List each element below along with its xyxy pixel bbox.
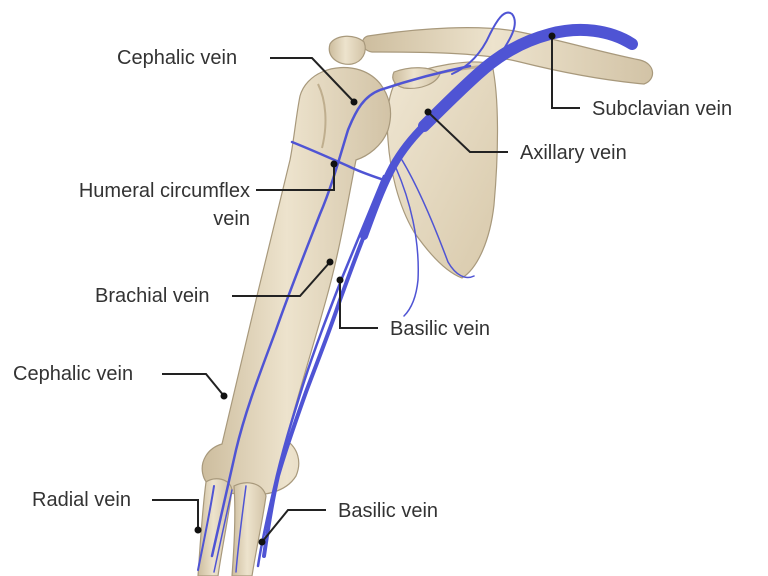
brachial-vein-path xyxy=(262,234,366,558)
forearm-vein-branch-2 xyxy=(235,485,247,573)
leader-cephalic-upper xyxy=(270,57,355,103)
leader-endpoints xyxy=(194,32,556,546)
label-basilic-vein-lower: Basilic vein xyxy=(338,500,439,522)
basilic-vein-path xyxy=(256,174,386,568)
leader-lines xyxy=(152,36,580,543)
label-axillary-vein: Axillary vein xyxy=(520,142,627,164)
scapular-vein-branch-2 xyxy=(401,159,475,279)
dot-basilic-upper xyxy=(336,276,344,284)
radial-vein-path xyxy=(197,485,215,571)
label-brachial-vein: Brachial vein xyxy=(95,285,210,307)
dot-brachial xyxy=(326,258,334,266)
label-humeral-circumflex-vein-line2: vein xyxy=(213,208,250,230)
leader-basilic-lower xyxy=(261,509,326,543)
label-basilic-vein-upper: Basilic vein xyxy=(390,318,491,340)
dot-humeral-circumflex xyxy=(330,160,338,168)
upper-vein-loop xyxy=(451,11,516,75)
label-radial-vein: Radial vein xyxy=(32,489,131,511)
dot-subclavian xyxy=(548,32,556,40)
leader-humeral-circumflex xyxy=(256,164,335,191)
humeral-circumflex-vein-path xyxy=(290,140,386,182)
label-humeral-circumflex-vein: Humeral circumflex xyxy=(78,180,250,202)
cephalic-vein-path xyxy=(210,64,472,558)
leader-axillary xyxy=(427,111,508,153)
humeral-head-shade xyxy=(317,83,327,149)
humerus-bone xyxy=(201,66,392,495)
vein-network xyxy=(197,11,638,573)
leader-subclavian xyxy=(551,36,580,109)
dot-basilic-lower xyxy=(258,538,266,546)
leader-cephalic-lower xyxy=(162,373,225,397)
scapular-vein-branch xyxy=(395,167,420,317)
coracoid-process xyxy=(328,35,366,65)
dot-cephalic-upper xyxy=(350,98,358,106)
label-subclavian-vein: Subclavian vein xyxy=(592,98,733,120)
leader-basilic-upper xyxy=(339,280,378,329)
subclavian-vein xyxy=(418,23,638,132)
label-cephalic-vein-lower: Cephalic vein xyxy=(13,363,134,385)
leader-radial xyxy=(152,499,199,530)
dot-radial xyxy=(194,526,202,534)
ulna-bone xyxy=(231,482,267,576)
axillary-vein xyxy=(360,122,428,240)
label-cephalic-vein-upper: Cephalic vein xyxy=(117,47,238,69)
leader-brachial xyxy=(232,261,331,297)
dot-cephalic-lower xyxy=(220,392,228,400)
forearm-vein-branch xyxy=(213,489,233,573)
dot-axillary xyxy=(424,108,432,116)
